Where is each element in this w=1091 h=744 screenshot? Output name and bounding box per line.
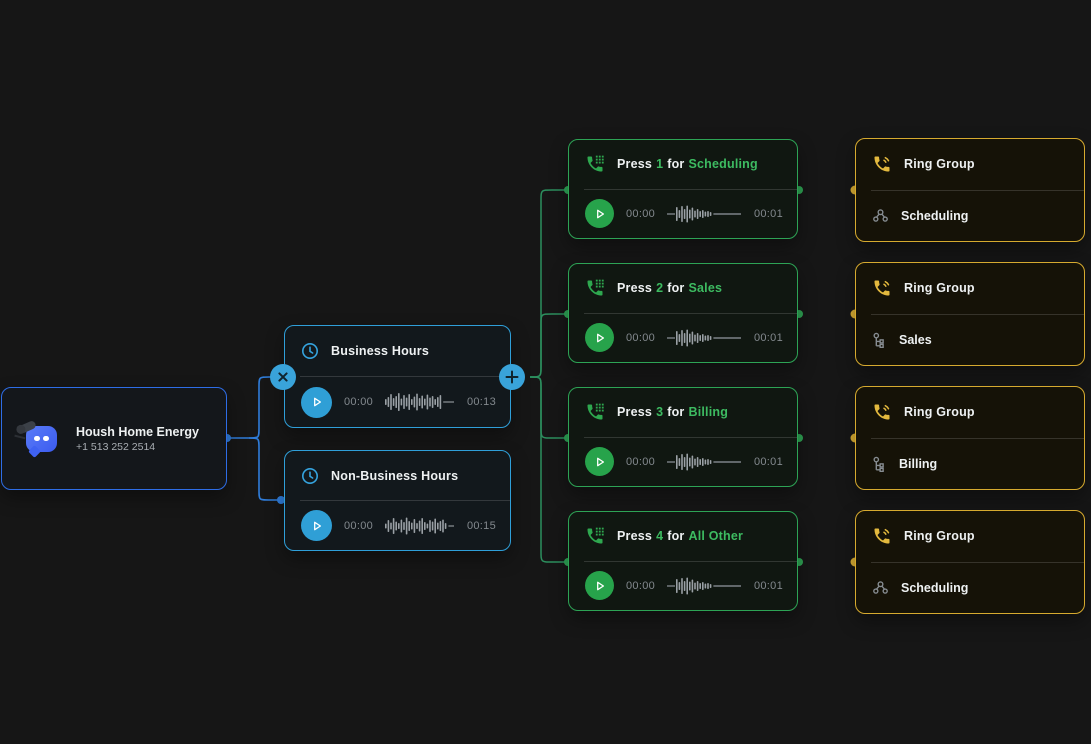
elapsed-time: 00:00: [626, 455, 656, 468]
add-branch-button[interactable]: [499, 364, 525, 390]
play-icon: [596, 333, 604, 343]
ring-group-label: Sales: [899, 332, 932, 347]
phone-number-title: Housh Home Energy: [76, 424, 199, 439]
phone-keypad-icon: [587, 155, 604, 172]
ring-group-label: Billing: [899, 456, 938, 471]
remove-connection-button[interactable]: [270, 364, 296, 390]
divider: [584, 312, 797, 314]
wire-menu-3: [529, 376, 568, 439]
divider: [871, 437, 1084, 439]
wire-menu-1: [529, 189, 568, 378]
divider: [300, 500, 510, 501]
divider: [871, 313, 1084, 315]
divider: [584, 436, 797, 438]
waveform[interactable]: [385, 513, 455, 539]
play-button[interactable]: [585, 571, 614, 601]
play-button[interactable]: [301, 386, 332, 418]
ringing-phone-icon: [874, 404, 890, 420]
waveform[interactable]: [667, 449, 742, 475]
waveform[interactable]: [385, 389, 455, 415]
ringing-phone-icon: [874, 280, 890, 296]
phone-number-value: +1 513 252 2514: [76, 440, 156, 453]
waveform[interactable]: [667, 325, 742, 351]
non-business-hours-node[interactable]: Non-Business Hours 00:00 00:15: [284, 450, 511, 551]
play-button[interactable]: [585, 323, 614, 353]
elapsed-time: 00:00: [344, 519, 374, 532]
elapsed-time: 00:00: [626, 579, 656, 592]
duration-time: 00:01: [753, 579, 783, 592]
wire-menu-2: [529, 313, 568, 378]
node-title: Business Hours: [331, 344, 429, 358]
ringing-phone-icon: [874, 156, 890, 172]
elapsed-time: 00:00: [626, 207, 656, 220]
ring-members-icon: [873, 209, 888, 222]
elapsed-time: 00:00: [626, 331, 656, 344]
play-button[interactable]: [301, 510, 332, 541]
phone-keypad-icon: [587, 527, 604, 544]
ring-group-node-scheduling-2[interactable]: Ring Group Scheduling: [855, 510, 1085, 614]
clock-icon: [302, 343, 318, 359]
ringing-phone-icon: [874, 528, 890, 544]
ring-members-icon: [873, 581, 888, 594]
plus-icon: [505, 370, 519, 384]
node-title: Ring Group: [904, 529, 975, 544]
duration-time: 00:13: [466, 396, 496, 408]
play-button[interactable]: [585, 199, 614, 229]
wire-root-nonbusiness: [248, 437, 281, 501]
duration-time: 00:01: [753, 207, 783, 220]
connector-dot-nonbusiness[interactable]: [277, 496, 285, 504]
divider: [584, 560, 797, 562]
play-icon: [596, 581, 604, 591]
duration-time: 00:01: [753, 331, 783, 344]
play-icon: [596, 457, 604, 467]
node-title: Ring Group: [904, 405, 975, 420]
play-icon: [313, 397, 321, 407]
phone-keypad-icon: [587, 279, 604, 296]
phone-keypad-icon: [587, 403, 604, 420]
tree-icon: [873, 456, 884, 472]
elapsed-time: 00:00: [344, 396, 374, 408]
play-icon: [313, 521, 321, 530]
ring-group-label: Scheduling: [901, 208, 969, 223]
tree-icon: [873, 332, 884, 348]
business-hours-node[interactable]: Business Hours 00:00 00:13: [284, 325, 511, 428]
play-icon: [596, 209, 604, 219]
ring-group-node-sales[interactable]: Ring Group Sales: [855, 262, 1085, 366]
divider: [300, 376, 510, 377]
wire-menu-4: [529, 376, 568, 563]
duration-time: 00:01: [753, 455, 783, 468]
clock-icon: [302, 467, 318, 484]
divider: [871, 561, 1084, 563]
node-title: Non-Business Hours: [331, 468, 459, 483]
phone-number-node[interactable]: Housh Home Energy +1 513 252 2514: [1, 387, 227, 490]
node-title: Ring Group: [904, 281, 975, 296]
node-title: Ring Group: [904, 157, 975, 172]
ring-group-node-billing[interactable]: Ring Group Billing: [855, 386, 1085, 490]
close-icon: [278, 372, 288, 382]
waveform[interactable]: [667, 573, 742, 599]
ring-group-label: Scheduling: [901, 580, 969, 595]
openphone-logo-icon: [18, 419, 62, 458]
divider: [871, 189, 1084, 191]
play-button[interactable]: [585, 447, 614, 477]
waveform[interactable]: [667, 201, 742, 227]
duration-time: 00:15: [466, 519, 496, 532]
divider: [584, 188, 797, 190]
ring-group-node-scheduling-1[interactable]: Ring Group Scheduling: [855, 138, 1085, 242]
wire-root-business: [248, 376, 283, 439]
